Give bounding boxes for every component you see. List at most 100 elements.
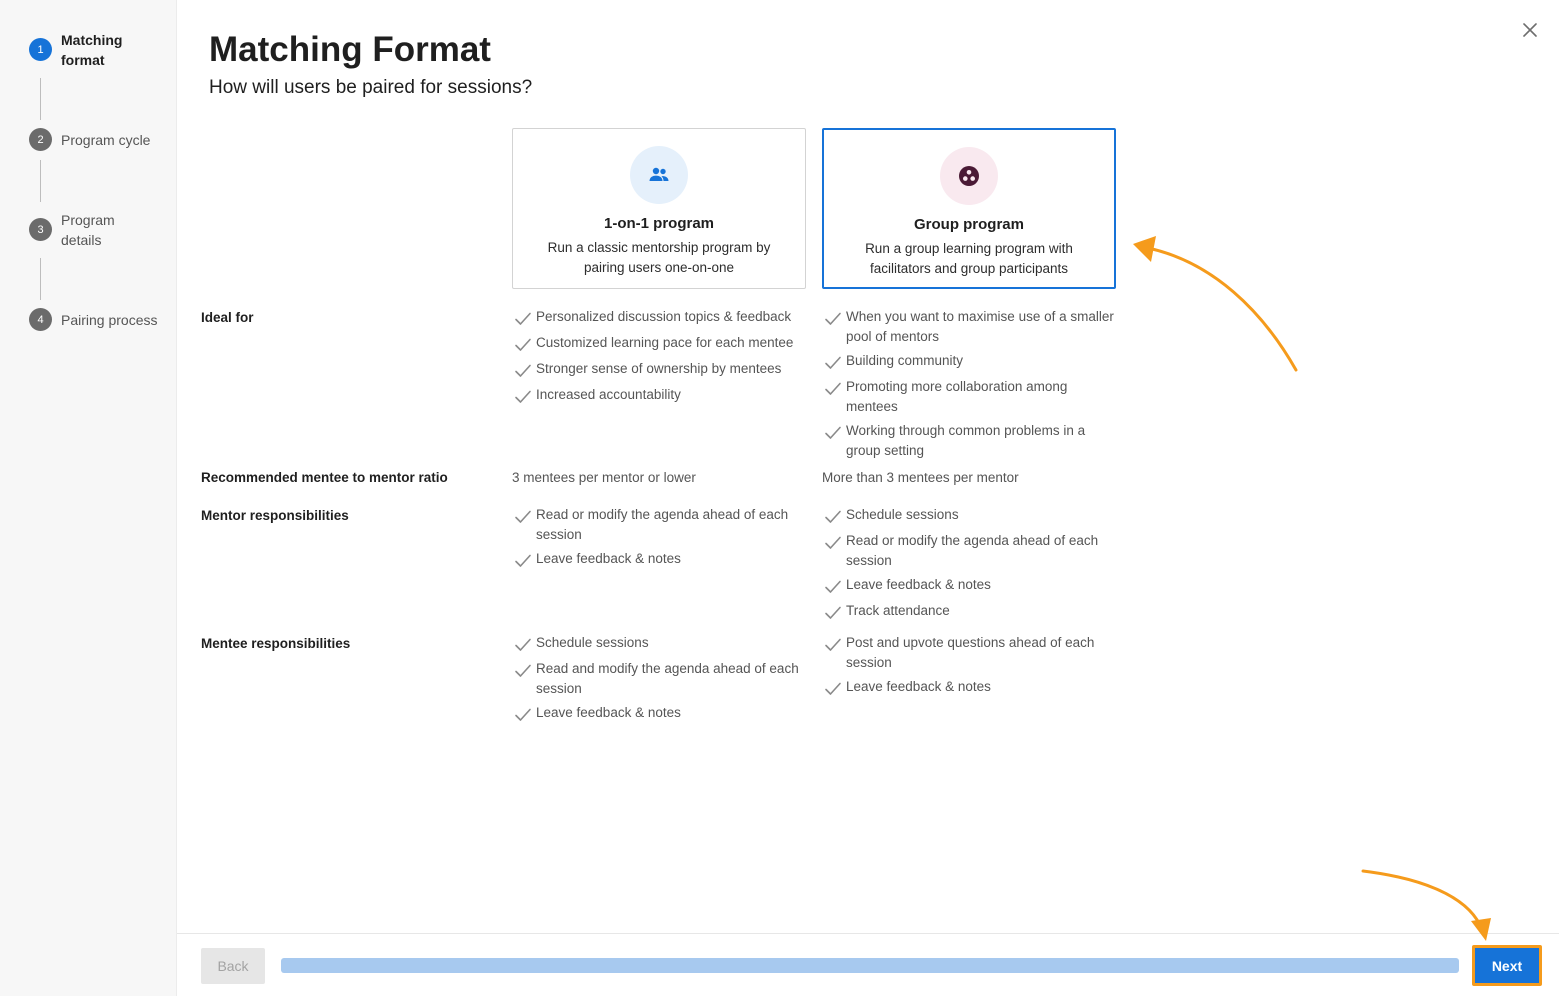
next-button-highlight: Next: [1472, 945, 1542, 986]
mentee-group: Post and upvote questions ahead of each …: [823, 633, 1118, 703]
option-card-one-on-one[interactable]: 1-on-1 program Run a classic mentorship …: [512, 128, 806, 289]
check-icon: [515, 510, 531, 523]
check-icon: [825, 510, 841, 523]
ratio-group: More than 3 mentees per mentor: [822, 470, 1019, 485]
check-icon: [825, 312, 841, 325]
check-item: Customized learning pace for each mentee: [513, 333, 808, 355]
check-item-text: Increased accountability: [536, 387, 681, 402]
step-matching-format[interactable]: 1 Matching format: [29, 32, 141, 70]
ideal-for-one-on-one: Personalized discussion topics & feedbac…: [513, 307, 808, 411]
check-item: Personalized discussion topics & feedbac…: [513, 307, 808, 329]
step-connector: [40, 160, 41, 202]
check-item: Increased accountability: [513, 385, 808, 407]
check-item-text: Read or modify the agenda ahead of each …: [846, 533, 1099, 568]
step-program-details[interactable]: 3 Program details: [29, 212, 131, 250]
check-item: Promoting more collaboration among mente…: [823, 377, 1118, 417]
step-number: 2: [29, 128, 52, 151]
stepper-sidebar: 1 Matching format 2 Program cycle 3 Prog…: [0, 0, 177, 996]
check-item: Building community: [823, 351, 1118, 373]
page-title: Matching Format: [209, 30, 491, 69]
arrow-to-next-button: [1361, 869, 1482, 927]
row-label-ideal-for: Ideal for: [201, 310, 254, 325]
check-icon: [825, 682, 841, 695]
close-button[interactable]: [1519, 19, 1541, 41]
people-icon: [649, 167, 669, 181]
check-icon: [515, 338, 531, 351]
arrow-head: [1133, 236, 1156, 262]
check-item: Leave feedback & notes: [823, 677, 1118, 699]
check-item: Schedule sessions: [513, 633, 808, 655]
check-icon: [515, 390, 531, 403]
check-icon: [825, 382, 841, 395]
check-icon: [515, 364, 531, 377]
check-icon: [825, 356, 841, 369]
step-label: Matching format: [61, 32, 123, 68]
check-item-text: Customized learning pace for each mentee: [536, 335, 794, 350]
row-label-mentor: Mentor responsibilities: [201, 508, 349, 523]
check-item-text: Read and modify the agenda ahead of each…: [536, 661, 799, 696]
check-item: Leave feedback & notes: [513, 549, 808, 571]
step-label: Program details: [61, 212, 115, 248]
check-icon: [515, 708, 531, 721]
check-item-text: Schedule sessions: [536, 635, 649, 650]
group-circle-icon: [959, 166, 979, 186]
check-item: Track attendance: [823, 601, 1118, 623]
check-item-text: Leave feedback & notes: [846, 577, 991, 592]
check-item-text: Stronger sense of ownership by mentees: [536, 361, 782, 376]
check-item: Post and upvote questions ahead of each …: [823, 633, 1118, 673]
close-icon: [1523, 23, 1537, 37]
check-icon: [515, 312, 531, 325]
step-number: 1: [29, 38, 52, 61]
check-icon: [825, 638, 841, 651]
check-item-text: Personalized discussion topics & feedbac…: [536, 309, 792, 324]
check-item-text: Track attendance: [846, 603, 950, 618]
check-icon: [825, 580, 841, 593]
check-icon: [515, 638, 531, 651]
check-item-text: Post and upvote questions ahead of each …: [846, 635, 1095, 670]
check-item: Read or modify the agenda ahead of each …: [513, 505, 808, 545]
card-icon-wrap: [940, 147, 998, 205]
card-description: Run a classic mentorship program by pair…: [547, 240, 771, 275]
step-connector: [40, 78, 41, 120]
row-label-mentee: Mentee responsibilities: [201, 636, 351, 651]
option-card-group[interactable]: Group program Run a group learning progr…: [822, 128, 1116, 289]
check-item-text: Building community: [846, 353, 964, 368]
row-label-ratio: Recommended mentee to mentor ratio: [201, 470, 448, 485]
check-item: Read or modify the agenda ahead of each …: [823, 531, 1118, 571]
step-number: 4: [29, 308, 52, 331]
check-item-text: Promoting more collaboration among mente…: [846, 379, 1068, 414]
check-item: Stronger sense of ownership by mentees: [513, 359, 808, 381]
check-item: Working through common problems in a gro…: [823, 421, 1118, 461]
step-connector: [40, 258, 41, 300]
card-title: Group program: [913, 216, 1024, 233]
check-item: Leave feedback & notes: [513, 703, 808, 725]
check-icon: [515, 554, 531, 567]
check-item-text: Leave feedback & notes: [536, 551, 681, 566]
check-item-text: Leave feedback & notes: [846, 679, 991, 694]
page-subtitle: How will users be paired for sessions?: [209, 77, 533, 98]
check-item-text: Schedule sessions: [846, 507, 959, 522]
back-button[interactable]: Back: [201, 948, 265, 984]
check-item: Leave feedback & notes: [823, 575, 1118, 597]
check-item: Read and modify the agenda ahead of each…: [513, 659, 808, 699]
next-button[interactable]: Next: [1475, 948, 1539, 983]
step-number: 3: [29, 218, 52, 241]
card-description: Run a group learning program with facili…: [865, 241, 1073, 276]
step-label: Program cycle: [61, 132, 151, 148]
ideal-for-group: When you want to maximise use of a small…: [823, 307, 1118, 465]
mentor-one-on-one: Read or modify the agenda ahead of each …: [513, 505, 808, 575]
step-pairing-process[interactable]: 4 Pairing process: [29, 308, 171, 331]
card-icon-wrap: [630, 146, 688, 204]
arrow-to-group-card: [1146, 246, 1298, 372]
check-icon: [825, 426, 841, 439]
check-icon: [515, 664, 531, 677]
step-label: Pairing process: [61, 312, 158, 328]
check-item-text: When you want to maximise use of a small…: [846, 309, 1114, 344]
check-item-text: Working through common problems in a gro…: [846, 423, 1086, 458]
check-item-text: Read or modify the agenda ahead of each …: [536, 507, 789, 542]
step-program-cycle[interactable]: 2 Program cycle: [29, 128, 171, 151]
check-icon: [825, 536, 841, 549]
check-item: When you want to maximise use of a small…: [823, 307, 1118, 347]
